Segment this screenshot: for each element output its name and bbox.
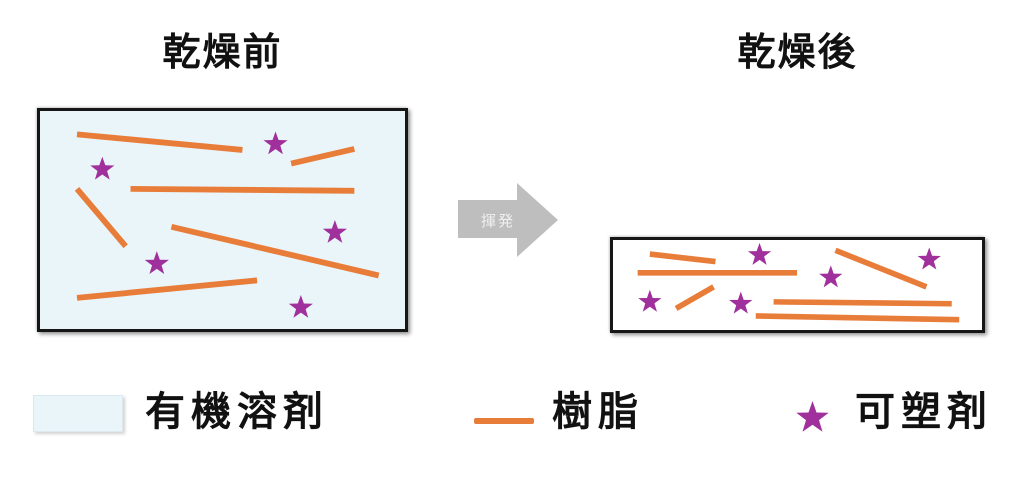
resin-line bbox=[74, 186, 128, 249]
plasticizer-star bbox=[729, 291, 753, 314]
evaporation-arrow-label: 揮発 bbox=[481, 213, 515, 230]
plasticizer-star-icon bbox=[796, 401, 829, 432]
plasticizer-star bbox=[90, 156, 115, 180]
after-drying-title: 乾燥後 bbox=[737, 32, 858, 74]
resin-line bbox=[76, 277, 258, 301]
plasticizer-star bbox=[747, 242, 772, 265]
resin-label: 樹脂 bbox=[552, 390, 644, 434]
resin-line bbox=[773, 299, 952, 307]
resin-line bbox=[649, 251, 716, 265]
resin-line bbox=[170, 223, 380, 279]
resin-line bbox=[130, 185, 355, 194]
before-drying-title: 乾燥前 bbox=[162, 32, 283, 74]
plasticizer-star bbox=[322, 220, 347, 243]
plasticizer-star bbox=[796, 401, 829, 432]
after-drying-illustration bbox=[637, 242, 960, 323]
resin-line bbox=[834, 247, 928, 290]
after-drying-box bbox=[610, 237, 985, 333]
resin-line bbox=[674, 284, 715, 311]
organic-solvent-swatch-icon bbox=[33, 395, 123, 432]
plasticizer-star bbox=[288, 294, 313, 318]
evaporation-arrow: 揮発 bbox=[458, 183, 558, 257]
resin-line bbox=[755, 313, 960, 323]
resin-line bbox=[290, 146, 356, 167]
right-arrow-icon bbox=[458, 183, 558, 257]
resin-line-icon bbox=[474, 418, 534, 424]
plasticizer-star bbox=[917, 247, 941, 270]
before-drying-box bbox=[37, 108, 408, 332]
resin-line bbox=[76, 131, 243, 153]
plasticizer-label: 可塑剤 bbox=[855, 390, 993, 434]
plasticizer-star bbox=[819, 265, 843, 288]
before-drying-illustration bbox=[74, 131, 380, 318]
organic-solvent-label: 有機溶剤 bbox=[145, 390, 329, 434]
plasticizer-star bbox=[263, 131, 288, 155]
plasticizer-star bbox=[638, 289, 662, 312]
plasticizer-star bbox=[144, 251, 169, 275]
